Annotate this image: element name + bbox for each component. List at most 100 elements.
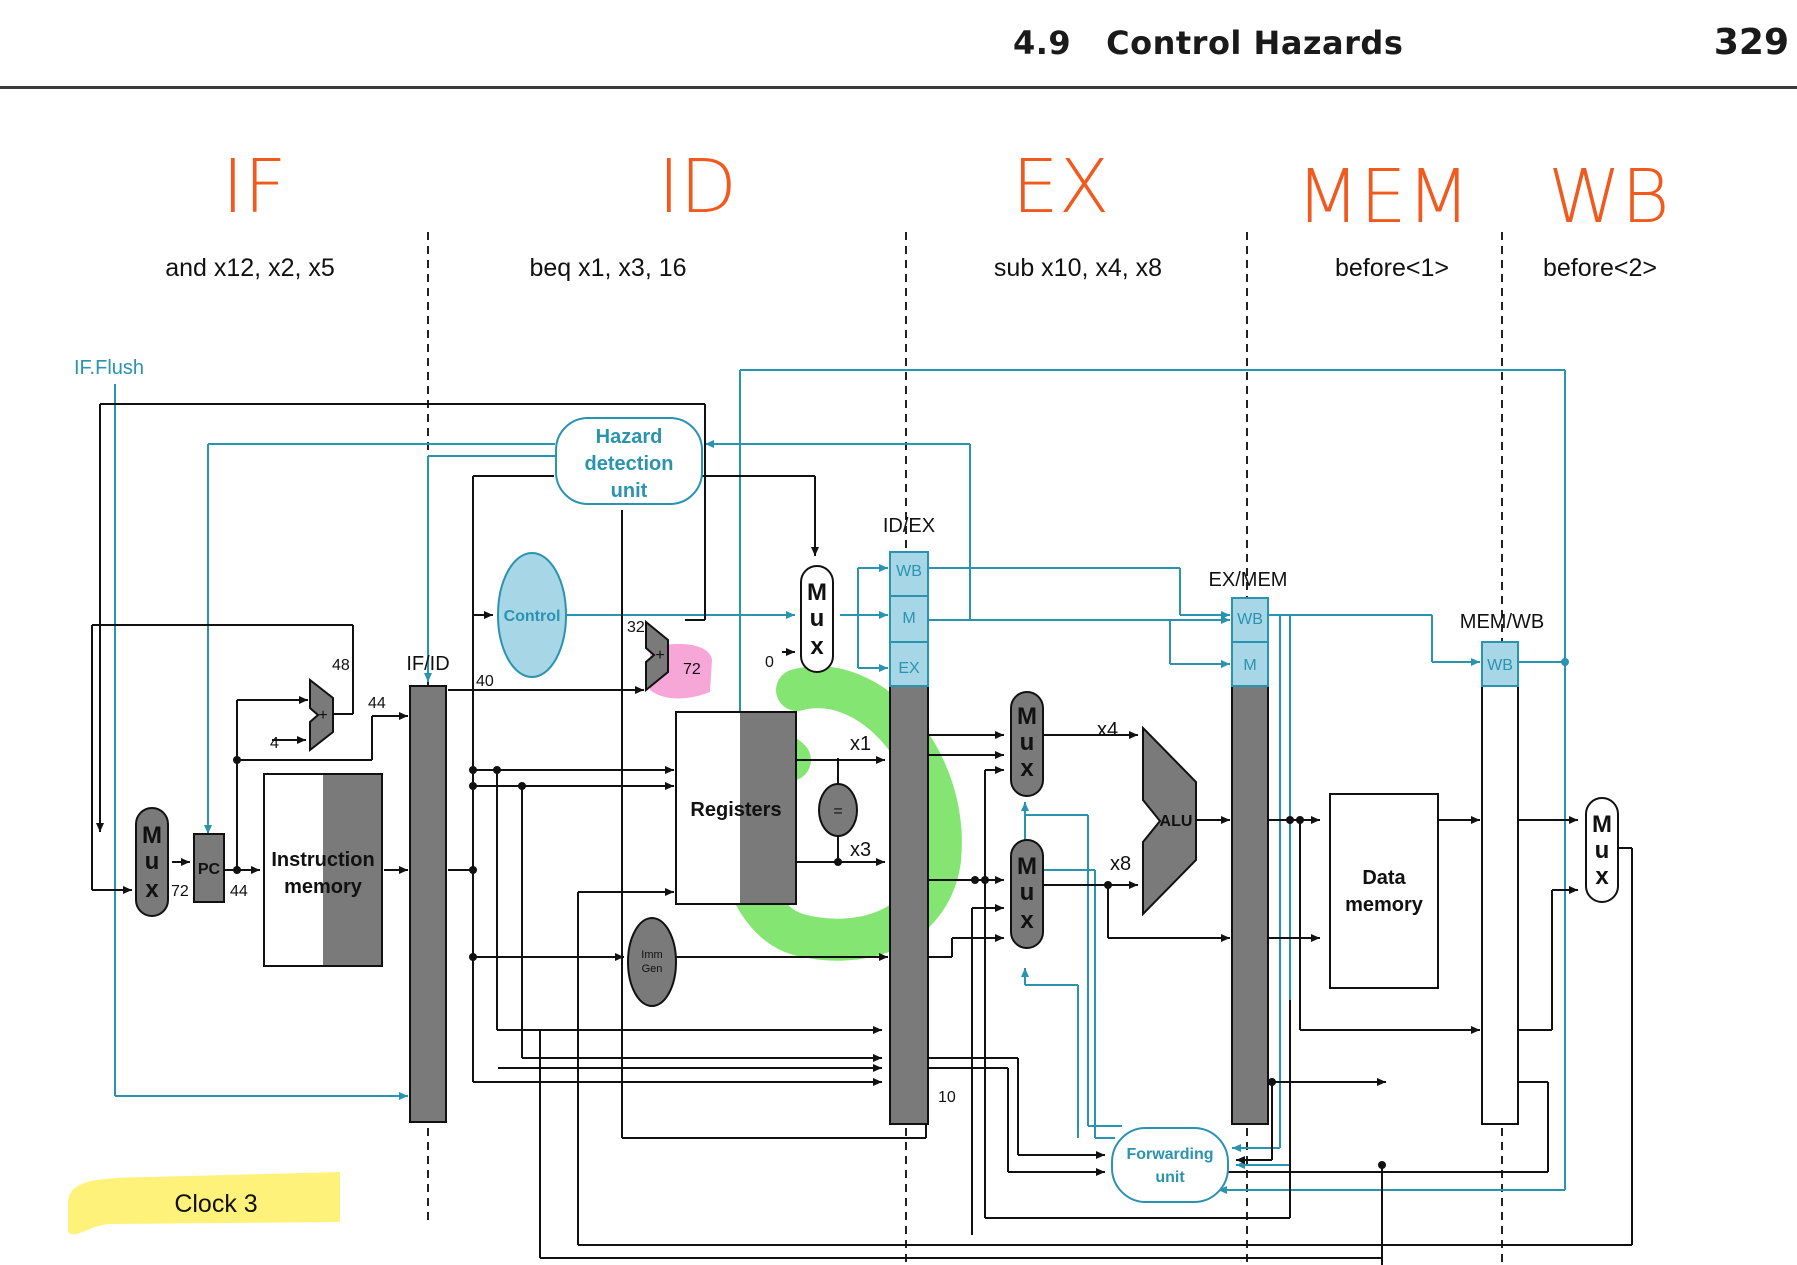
pc-adder: + xyxy=(309,677,334,753)
stage-label-ex: EX xyxy=(1012,144,1109,230)
page-header: 4.9 Control Hazards 329 xyxy=(0,0,1797,90)
clock-label: Clock 3 xyxy=(174,1190,257,1218)
value-72-mux: 72 xyxy=(171,883,189,900)
svg-text:x: x xyxy=(1595,863,1609,890)
svg-text:x: x xyxy=(810,633,824,660)
value-x8: x8 xyxy=(1110,853,1131,875)
svg-text:MEM/WB: MEM/WB xyxy=(1460,611,1544,633)
yellow-highlight xyxy=(68,1172,340,1235)
register-file: Registers xyxy=(675,711,797,905)
svg-text:u: u xyxy=(1020,729,1035,756)
value-44-pc: 44 xyxy=(230,883,248,900)
instruction-memory: Instruction memory xyxy=(263,773,383,967)
svg-text:ID/EX: ID/EX xyxy=(883,515,935,537)
instruction-if: and x12, x2, x5 xyxy=(165,254,335,282)
svg-text:u: u xyxy=(1595,837,1610,864)
stage-label-id: ID xyxy=(658,144,737,230)
if-id-register: IF/ID xyxy=(406,653,450,1123)
svg-text:PC: PC xyxy=(198,861,221,878)
if-flush-label: IF.Flush xyxy=(74,357,144,379)
svg-text:x: x xyxy=(1020,907,1034,934)
stage-label-if: IF xyxy=(222,144,286,230)
svg-text:WB: WB xyxy=(1487,657,1513,674)
svg-text:u: u xyxy=(145,848,160,875)
value-labels: 48 4 44 44 72 72 40 32 0 x1 x3 x4 x8 10 xyxy=(171,619,1131,1106)
svg-text:Hazard: Hazard xyxy=(596,426,663,448)
value-32: 32 xyxy=(627,619,645,636)
svg-text:Forwarding: Forwarding xyxy=(1126,1146,1213,1163)
svg-text:M: M xyxy=(1017,853,1037,880)
value-0: 0 xyxy=(765,654,774,671)
section-title: 4.9 Control Hazards xyxy=(1013,24,1404,62)
data-memory: Data memory xyxy=(1329,793,1439,989)
svg-text:WB: WB xyxy=(1237,611,1263,628)
svg-text:EX/MEM: EX/MEM xyxy=(1209,569,1288,591)
svg-text:Registers: Registers xyxy=(690,799,781,821)
value-4: 4 xyxy=(270,735,279,752)
instruction-ex: sub x10, x4, x8 xyxy=(994,254,1162,282)
value-44-adder: 44 xyxy=(368,695,386,712)
svg-text:IF/ID: IF/ID xyxy=(406,653,449,675)
svg-text:u: u xyxy=(810,605,825,632)
svg-text:M: M xyxy=(1243,657,1256,674)
id-ex-register: WB M EX ID/EX xyxy=(883,515,935,1125)
svg-text:M: M xyxy=(902,610,915,627)
svg-text:EX: EX xyxy=(898,660,920,677)
svg-text:detection: detection xyxy=(585,453,674,475)
imm-gen: Imm Gen xyxy=(627,917,677,1007)
svg-text:+: + xyxy=(318,707,327,724)
wire-junctions xyxy=(233,756,1386,1169)
svg-text:M: M xyxy=(1592,811,1612,838)
control-unit: Control xyxy=(497,552,567,678)
pc-mux: M u x xyxy=(135,807,169,917)
svg-text:Data: Data xyxy=(1362,867,1406,889)
page-number: 329 xyxy=(1713,22,1789,63)
alu: ALU xyxy=(1142,725,1197,917)
svg-text:x: x xyxy=(145,876,159,903)
svg-text:=: = xyxy=(833,803,842,820)
value-72-branch: 72 xyxy=(683,661,701,678)
datapath-wiring xyxy=(91,403,1633,1265)
value-x3: x3 xyxy=(850,839,871,861)
hazard-detection-unit: Hazard detection unit xyxy=(555,417,703,505)
svg-text:M: M xyxy=(1017,703,1037,730)
svg-text:Control: Control xyxy=(504,608,561,625)
svg-text:+: + xyxy=(655,647,664,664)
forwarding-unit: Forwarding unit xyxy=(1111,1127,1229,1203)
instruction-id: beq x1, x3, 16 xyxy=(529,254,686,282)
writeback-mux: M u x xyxy=(1585,797,1619,903)
stage-label-mem: MEM xyxy=(1296,154,1470,240)
svg-text:u: u xyxy=(1020,879,1035,906)
svg-text:unit: unit xyxy=(611,480,648,502)
alu-input-b-mux: M u x xyxy=(1010,839,1044,949)
svg-text:unit: unit xyxy=(1155,1169,1185,1186)
svg-text:Gen: Gen xyxy=(642,963,663,975)
svg-text:memory: memory xyxy=(284,876,363,898)
svg-text:M: M xyxy=(142,822,162,849)
header-rule xyxy=(0,86,1797,89)
pc-register: PC xyxy=(193,833,225,903)
mem-wb-register: WB MEM/WB xyxy=(1460,611,1544,1125)
svg-text:Imm: Imm xyxy=(641,949,662,961)
stage-label-wb: WB xyxy=(1548,154,1670,240)
control-mux: M u x xyxy=(800,565,834,673)
equality-comparator: = xyxy=(818,758,858,862)
branch-adder: + xyxy=(645,619,669,693)
value-40: 40 xyxy=(476,673,494,690)
svg-text:memory: memory xyxy=(1345,894,1424,916)
ex-mem-register: WB M EX/MEM xyxy=(1209,569,1288,1125)
instruction-mem: before<1> xyxy=(1335,254,1449,282)
value-48: 48 xyxy=(332,657,350,674)
instruction-wb: before<2> xyxy=(1543,254,1657,282)
svg-text:M: M xyxy=(807,579,827,606)
svg-text:ALU: ALU xyxy=(1160,813,1193,830)
value-x1: x1 xyxy=(850,733,871,755)
svg-text:x: x xyxy=(1020,755,1034,782)
value-x4: x4 xyxy=(1097,719,1118,741)
value-10: 10 xyxy=(938,1089,956,1106)
control-wiring xyxy=(114,369,1566,1194)
svg-text:Instruction: Instruction xyxy=(271,849,374,871)
svg-text:WB: WB xyxy=(896,563,922,580)
alu-input-a-mux: M u x xyxy=(1010,691,1044,797)
